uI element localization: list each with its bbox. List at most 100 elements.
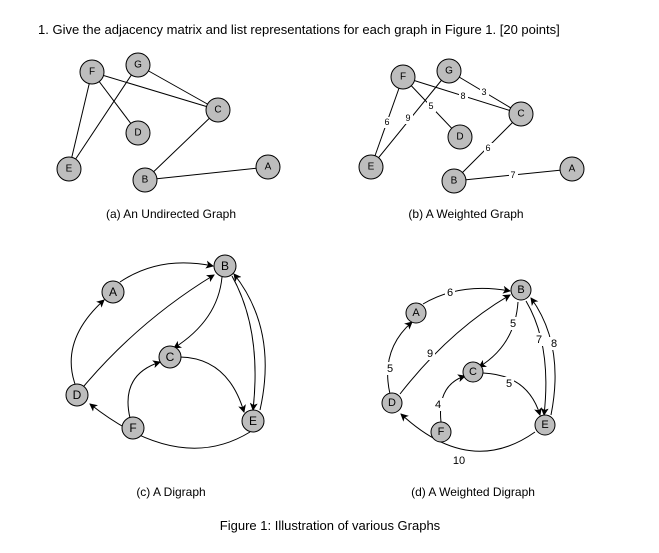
svg-text:D: D bbox=[73, 388, 82, 402]
node-d-E: E bbox=[534, 414, 556, 436]
node-a-B: B bbox=[132, 167, 158, 193]
weight-b-G-C: 3 bbox=[481, 87, 486, 97]
weight-d-E-B: 8 bbox=[551, 338, 557, 350]
node-c-A: A bbox=[101, 280, 125, 304]
node-d-D: D bbox=[381, 392, 403, 414]
graph-d-weighted-digraph: 6 5 7 8 5 5 9 10 4 A B C D E F bbox=[381, 279, 559, 467]
weight-b-G-E: 9 bbox=[405, 113, 410, 123]
node-c-B: B bbox=[213, 254, 237, 278]
svg-text:E: E bbox=[368, 162, 375, 173]
graph-d-weights: 6 5 7 8 5 5 9 10 4 bbox=[385, 286, 559, 467]
edge-d-D-A bbox=[387, 321, 413, 395]
weight-d-D-A: 5 bbox=[387, 363, 393, 375]
node-b-C: C bbox=[508, 101, 534, 127]
weight-b-F-D: 5 bbox=[428, 101, 433, 111]
svg-text:B: B bbox=[142, 175, 149, 186]
edge-d-E-D bbox=[400, 413, 536, 452]
edge-a-F-D bbox=[91, 71, 139, 134]
weight-d-F-C: 4 bbox=[435, 399, 441, 411]
graph-b-weights: 6 5 8 9 3 6 7 bbox=[383, 86, 518, 181]
edge-a-B-A bbox=[144, 166, 269, 181]
edge-c-B-C bbox=[173, 276, 223, 349]
svg-text:E: E bbox=[66, 164, 73, 175]
edge-c-C-E bbox=[179, 356, 246, 413]
edge-d-C-E bbox=[482, 372, 542, 416]
edge-d-A-B bbox=[422, 285, 511, 305]
node-d-B: B bbox=[510, 279, 532, 301]
svg-text:C: C bbox=[469, 366, 477, 378]
svg-text:F: F bbox=[89, 67, 95, 78]
weight-d-B-E: 7 bbox=[536, 334, 542, 346]
svg-text:D: D bbox=[456, 132, 463, 143]
graph-a-edges bbox=[68, 64, 269, 181]
svg-text:C: C bbox=[214, 105, 221, 116]
question-text: 1. Give the adjacency matrix and list re… bbox=[38, 22, 560, 37]
node-c-C: C bbox=[158, 345, 182, 369]
svg-text:A: A bbox=[569, 164, 576, 175]
svg-text:A: A bbox=[109, 285, 117, 299]
node-d-C: C bbox=[462, 361, 484, 383]
graph-d-edges bbox=[387, 285, 556, 452]
node-b-D: D bbox=[447, 124, 473, 150]
weight-b-C-B: 6 bbox=[485, 143, 490, 153]
node-b-F: F bbox=[390, 64, 416, 90]
graph-b-weighted: 6 5 8 9 3 6 7 F G C D E B A bbox=[358, 58, 585, 194]
graph-a-undirected: F G C D E B A bbox=[56, 52, 281, 193]
svg-text:B: B bbox=[451, 176, 458, 187]
svg-text:D: D bbox=[388, 397, 396, 409]
node-a-F: F bbox=[79, 59, 105, 85]
node-a-A: A bbox=[255, 154, 281, 180]
edge-d-D-B bbox=[399, 294, 511, 395]
svg-text:G: G bbox=[445, 66, 453, 77]
edge-c-E-B bbox=[233, 273, 266, 411]
svg-text:F: F bbox=[129, 421, 136, 435]
weight-b-F-E: 6 bbox=[384, 117, 389, 127]
svg-text:C: C bbox=[517, 109, 524, 120]
graph-c-edges bbox=[70, 260, 266, 449]
node-b-A: A bbox=[559, 156, 585, 182]
node-a-E: E bbox=[56, 156, 82, 182]
edge-a-G-E bbox=[68, 64, 139, 170]
caption-weighted-digraph: (d) A Weighted Digraph bbox=[411, 485, 535, 499]
graph-c-digraph: A B C D E F bbox=[65, 254, 266, 449]
edge-c-F-C bbox=[127, 360, 161, 419]
node-a-G: G bbox=[125, 52, 151, 78]
svg-text:A: A bbox=[265, 162, 272, 173]
edge-c-B-E bbox=[231, 275, 258, 411]
node-b-G: G bbox=[436, 58, 462, 84]
svg-text:G: G bbox=[134, 60, 142, 71]
edge-d-F-C bbox=[440, 374, 466, 423]
node-c-E: E bbox=[241, 409, 265, 433]
svg-text:E: E bbox=[249, 414, 257, 428]
edge-a-C-B bbox=[144, 109, 219, 181]
node-b-B: B bbox=[441, 168, 467, 194]
svg-text:E: E bbox=[541, 419, 548, 431]
svg-text:A: A bbox=[412, 307, 420, 319]
edge-c-A-B bbox=[119, 260, 214, 283]
figure-caption: Figure 1: Illustration of various Graphs bbox=[219, 518, 441, 533]
edge-c-D-B bbox=[83, 274, 215, 387]
node-d-F: F bbox=[430, 421, 452, 443]
edge-a-F-C bbox=[91, 71, 219, 111]
edge-a-F-E bbox=[68, 71, 93, 170]
node-a-C: C bbox=[205, 97, 231, 123]
caption-undirected-graph: (a) An Undirected Graph bbox=[105, 207, 237, 221]
node-b-E: E bbox=[358, 154, 384, 180]
svg-text:B: B bbox=[517, 284, 524, 296]
node-a-D: D bbox=[125, 120, 151, 146]
caption-digraph: (c) A Digraph bbox=[136, 485, 206, 499]
svg-text:C: C bbox=[166, 350, 175, 364]
weight-d-D-B: 9 bbox=[427, 348, 433, 360]
node-d-A: A bbox=[405, 302, 427, 324]
node-c-F: F bbox=[121, 416, 145, 440]
weight-d-C-E: 5 bbox=[506, 378, 512, 390]
svg-text:D: D bbox=[134, 128, 141, 139]
weight-b-F-C: 8 bbox=[460, 91, 465, 101]
node-c-D: D bbox=[65, 383, 89, 407]
weight-d-A-B: 6 bbox=[447, 287, 453, 299]
caption-weighted-graph: (b) A Weighted Graph bbox=[408, 207, 524, 221]
edge-d-B-C bbox=[478, 301, 519, 368]
edge-c-E-D bbox=[89, 403, 251, 449]
weight-d-B-C: 5 bbox=[510, 318, 516, 330]
